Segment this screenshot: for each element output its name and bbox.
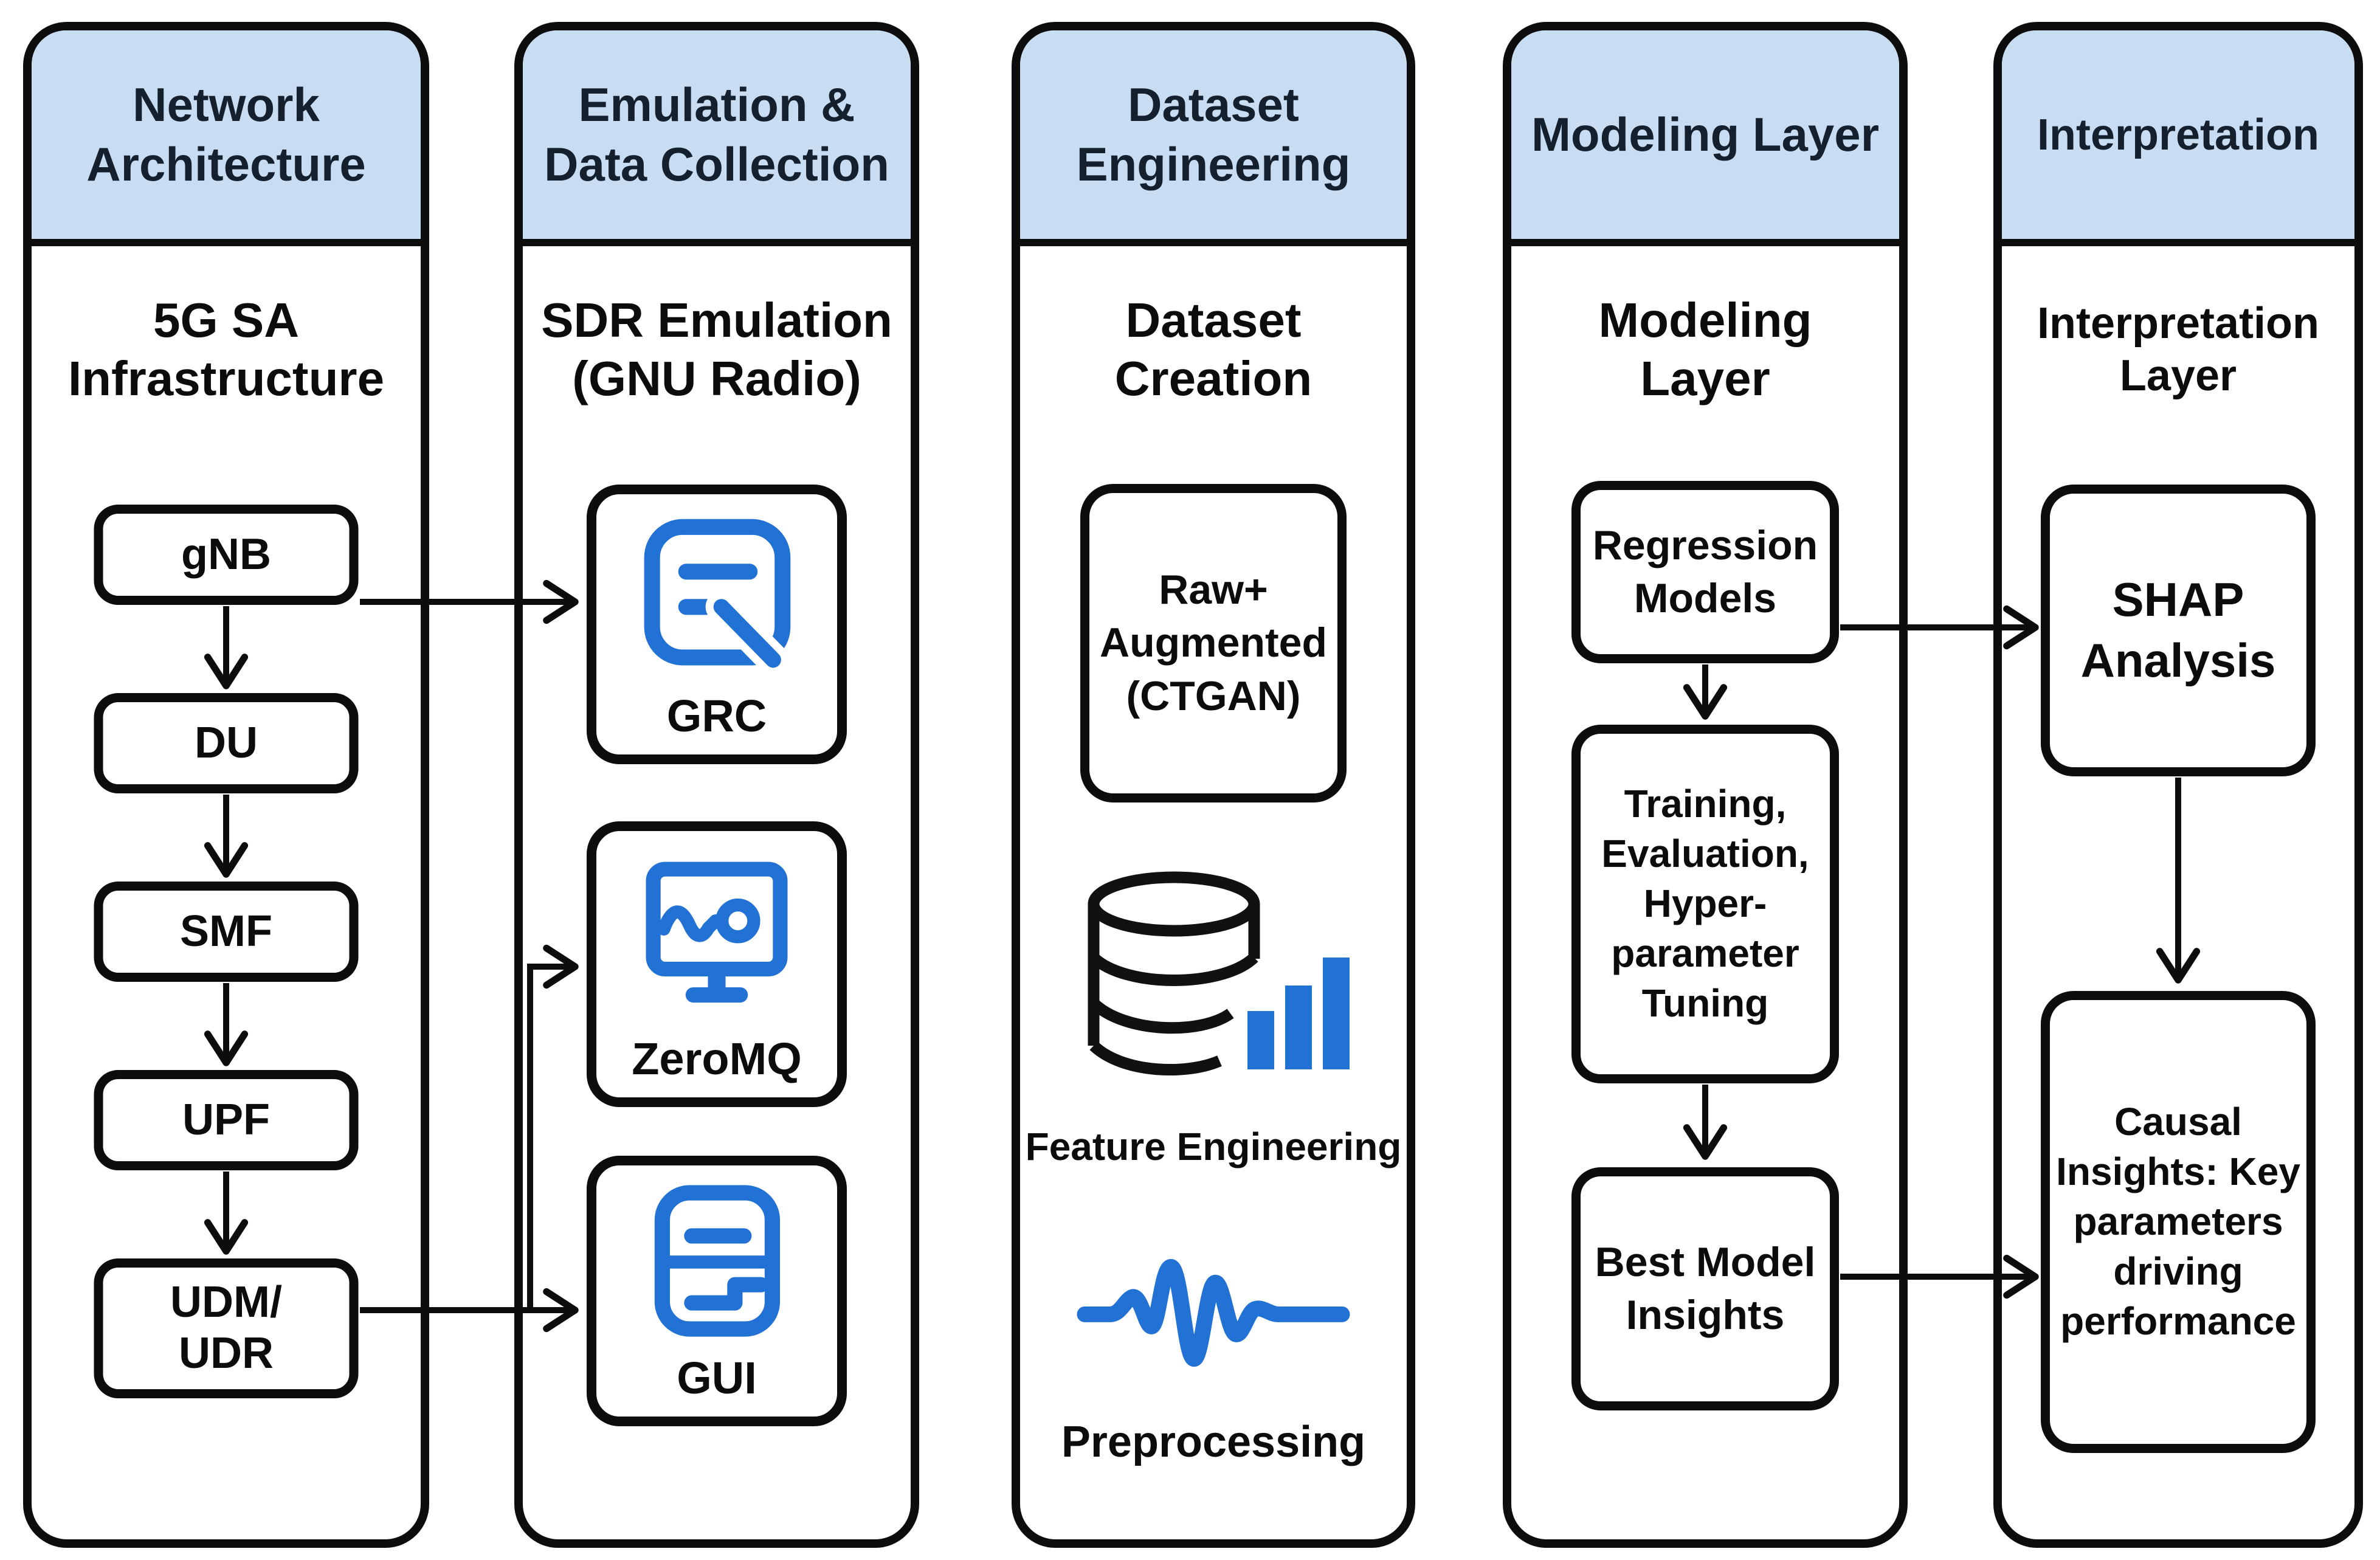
monitor-signal-icon: [596, 831, 837, 1037]
node-grc: GRC: [587, 485, 847, 764]
node-raw-augmented-ctgan: Raw+ Augmented (CTGAN): [1080, 484, 1347, 802]
node-upf: UPF: [94, 1070, 359, 1170]
tool-label: ZeroMQ: [632, 1034, 802, 1084]
column-header: Dataset Engineering: [1020, 30, 1407, 246]
column-emulation-data-collection: Emulation & Data Collection SDR Emulatio…: [514, 22, 919, 1548]
tool-label: GUI: [677, 1353, 757, 1403]
node-du: DU: [94, 693, 359, 793]
node-regression-models: Regression Models: [1571, 481, 1839, 663]
column-title: 5G SA Infrastructure: [67, 293, 385, 406]
node-training-evaluation-tuning: Training, Evaluation, Hyper- parameter T…: [1571, 725, 1839, 1083]
tool-label: GRC: [666, 691, 767, 741]
server-panels-icon: [596, 1165, 837, 1356]
column-network-architecture: Network Architecture 5G SA Infrastructur…: [23, 22, 429, 1548]
column-title: Modeling Layer: [1598, 293, 1812, 406]
database-bars-icon: [1068, 857, 1359, 1106]
column-title: SDR Emulation (GNU Radio): [541, 293, 892, 406]
node-gnb: gNB: [94, 505, 359, 605]
node-udm-udr: UDM/ UDR: [94, 1258, 359, 1398]
column-modeling-layer: Modeling Layer Modeling Layer Regression…: [1503, 22, 1908, 1548]
column-header: Network Architecture: [32, 30, 421, 246]
column-title: Interpretation Layer: [2037, 299, 2320, 400]
grc-flowgraph-icon: [596, 494, 837, 694]
column-header: Emulation & Data Collection: [523, 30, 911, 246]
column-dataset-engineering: Dataset Engineering Dataset Creation Raw…: [1012, 22, 1415, 1548]
column-header: Interpretation: [2002, 30, 2354, 246]
node-zeromq: ZeroMQ: [587, 821, 847, 1107]
waveform-icon: [1068, 1237, 1359, 1389]
node-best-model-insights: Best Model Insights: [1571, 1167, 1839, 1410]
column-title: Dataset Creation: [1114, 293, 1312, 406]
node-causal-insights: Causal Insights: Key parameters driving …: [2041, 991, 2316, 1453]
column-interpretation: Interpretation Interpretation Layer SHAP…: [1993, 22, 2363, 1548]
node-gui: GUI: [587, 1156, 847, 1426]
preprocessing-label: Preprocessing: [1061, 1418, 1366, 1466]
feature-engineering-label: Feature Engineering: [1025, 1125, 1402, 1168]
node-smf: SMF: [94, 882, 359, 982]
node-shap-analysis: SHAP Analysis: [2041, 485, 2316, 776]
column-header: Modeling Layer: [1511, 30, 1899, 246]
